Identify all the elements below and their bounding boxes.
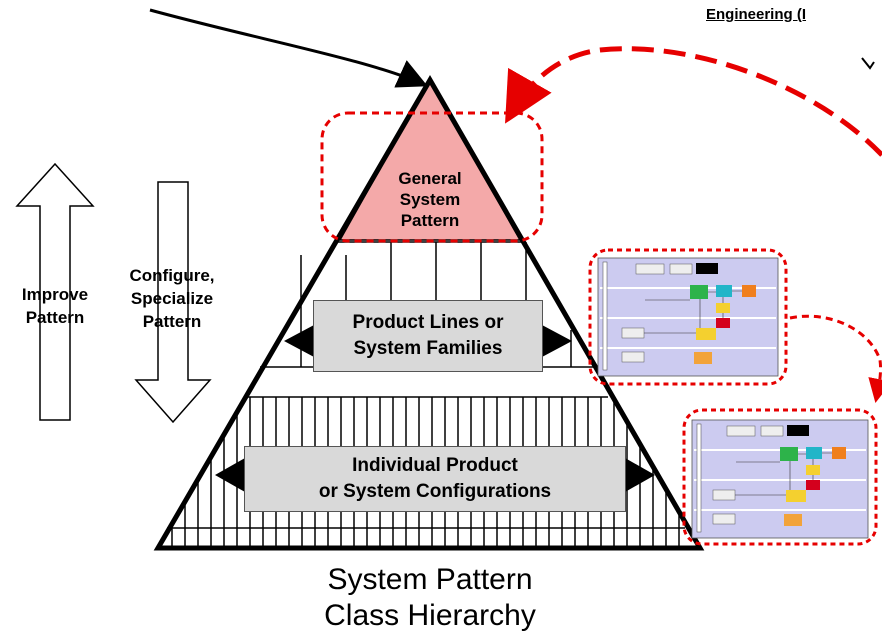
general-pattern-line-1: General [398, 169, 462, 188]
general-pattern-line-2: System [399, 190, 461, 209]
header-tick [861, 57, 875, 70]
header-title: Engineering (I [706, 6, 807, 23]
incoming-arrow [149, 8, 428, 88]
thumbnail-link-arrow [789, 314, 882, 403]
caption-line-2: Class Hierarchy [324, 599, 536, 632]
improve-pattern-label: Improve Pattern [4, 283, 106, 329]
middle-double-arrow [284, 325, 572, 357]
top-pattern-highlight [320, 111, 544, 243]
pyramid-outline [153, 75, 705, 551]
pyramid-caption: System Pattern Class Hierarchy [250, 562, 610, 634]
improve-line-1: Improve [21, 285, 89, 304]
thumbnail-2-highlight [682, 408, 878, 546]
improve-line-2: Pattern [25, 308, 85, 327]
configure-line-1: Configure, [129, 266, 215, 285]
product-lines-line-2: System Families [353, 338, 503, 359]
configure-pattern-label: Configure, Specialize Pattern [104, 264, 240, 333]
product-lines-line-1: Product Lines or [352, 312, 504, 333]
configure-down-arrow [134, 181, 212, 424]
configure-line-2: Specialize [130, 289, 214, 308]
general-pattern-label: General System Pattern [380, 168, 480, 231]
pyramid-lower-band [171, 397, 680, 548]
individual-configurations-line-2: or System Configurations [318, 481, 552, 502]
individual-configurations-box: Individual Product or System Configurati… [244, 446, 626, 512]
pattern-thumbnail-2 [691, 419, 869, 539]
general-pattern-line-3: Pattern [400, 211, 460, 230]
red-dashed-arrow-main [505, 46, 882, 157]
pattern-thumbnail-1 [597, 257, 779, 377]
configure-line-3: Pattern [142, 312, 202, 331]
individual-configurations-line-1: Individual Product [352, 455, 518, 476]
bottom-double-arrow [215, 458, 655, 492]
thumbnail-1-highlight [588, 248, 788, 386]
improve-up-arrow [15, 162, 95, 421]
product-lines-box: Product Lines or System Families [313, 300, 543, 372]
caption-line-1: System Pattern [327, 563, 533, 596]
